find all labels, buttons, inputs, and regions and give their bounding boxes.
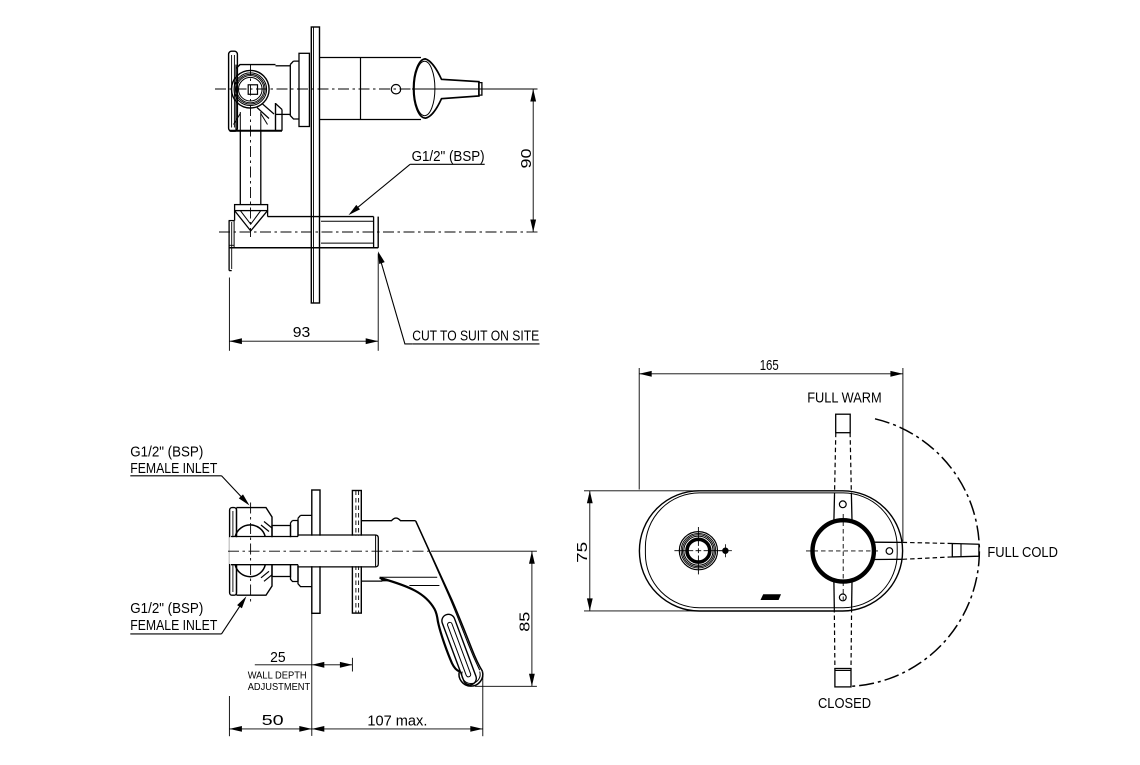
svg-text:90: 90: [518, 149, 535, 169]
svg-text:CUT TO SUIT ON SITE: CUT TO SUIT ON SITE: [412, 328, 539, 345]
svg-text:WALL DEPTH: WALL DEPTH: [248, 669, 307, 681]
svg-text:FEMALE INLET: FEMALE INLET: [130, 460, 217, 477]
svg-text:75: 75: [574, 542, 591, 563]
svg-text:165: 165: [760, 357, 779, 374]
svg-text:ADJUSTMENT: ADJUSTMENT: [248, 681, 311, 693]
svg-text:85: 85: [516, 612, 533, 632]
svg-text:25: 25: [270, 649, 286, 666]
svg-text:G1/2" (BSP): G1/2" (BSP): [130, 600, 203, 617]
svg-text:93: 93: [293, 324, 311, 341]
svg-text:CLOSED: CLOSED: [818, 695, 871, 712]
svg-text:G1/2" (BSP): G1/2" (BSP): [130, 444, 203, 461]
svg-text:FULL WARM: FULL WARM: [807, 390, 882, 407]
svg-text:FEMALE INLET: FEMALE INLET: [130, 617, 217, 634]
svg-text:FULL COLD: FULL COLD: [987, 544, 1058, 561]
svg-text:107 max.: 107 max.: [367, 713, 427, 730]
svg-text:G1/2" (BSP): G1/2" (BSP): [412, 148, 485, 165]
svg-text:50: 50: [262, 712, 284, 729]
